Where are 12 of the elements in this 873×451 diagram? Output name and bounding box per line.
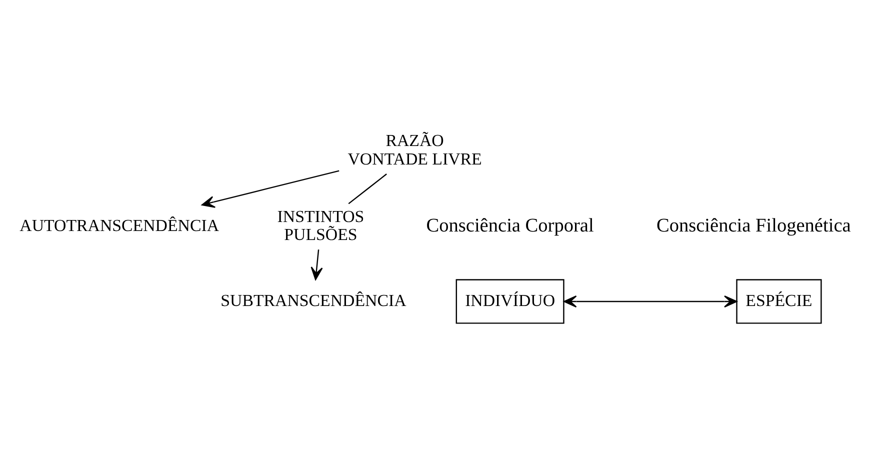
node-text: AUTOTRANSCENDÊNCIA	[20, 216, 220, 236]
node-box: INDIVÍDUO	[456, 279, 564, 324]
node-box: ESPÉCIE	[736, 279, 822, 324]
node-text: INSTINTOS PULSÕES	[277, 207, 364, 244]
arrow	[202, 170, 340, 208]
label: Consciência Corporal	[426, 215, 594, 236]
connector	[348, 174, 387, 204]
node-text: RAZÃO VONTADE LIVRE	[348, 131, 482, 168]
node-text: SUBTRANSCENDÊNCIA	[220, 290, 406, 310]
arrow	[310, 250, 323, 280]
label: Consciência Filogenética	[656, 215, 851, 236]
arrow	[564, 295, 738, 308]
